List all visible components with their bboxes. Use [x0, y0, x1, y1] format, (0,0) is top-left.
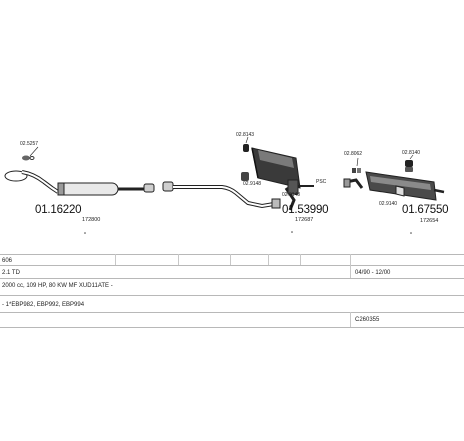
part-a-small-label: 02.5257 [20, 141, 38, 147]
front-pipe-assembly [4, 170, 132, 196]
hanger-icon [241, 144, 249, 181]
part-a-code: 01.16220 [35, 204, 81, 216]
table-divider [230, 254, 231, 265]
part-c-small-left: 02.8062 [344, 151, 362, 157]
part-b-small-mid: 02.9148 [243, 181, 261, 187]
front-flange [4, 170, 28, 182]
table-divider [350, 312, 351, 327]
model-label: 606 [2, 258, 13, 264]
table-divider [300, 254, 301, 265]
spec-row-bottom [0, 327, 464, 328]
clamp-icon [352, 168, 361, 173]
spec-row-engine: 2.1 TD 04/90 - 12/00 [0, 265, 464, 276]
catalog-code: C260355 [355, 317, 380, 323]
intermediate-pipe [132, 181, 275, 209]
spec-row-refs: - 1*EBP982, EBP992, EBP994 [0, 295, 464, 308]
front-silencer [57, 182, 119, 196]
exhaust-diagram: 02.5257 01.16220 172800 02.8143 02.9148 … [4, 132, 449, 234]
rear-silencer-assembly [343, 171, 445, 201]
gasket-icon [22, 155, 35, 161]
part-b-sub: 172687 [295, 217, 313, 223]
part-c-small-low: 02.9140 [379, 201, 397, 207]
part-c-sub: 172654 [420, 218, 438, 224]
reference-list: - 1*EBP982, EBP992, EBP994 [2, 302, 85, 308]
specification-table: 606 2.1 TD 04/90 - 12/00 2000 cc, 109 HP… [0, 250, 464, 441]
part-b-small-top: 02.8143 [236, 132, 254, 138]
center-silencer-assembly [251, 147, 314, 211]
table-divider [178, 254, 179, 265]
part-a-sub: 172800 [82, 217, 100, 223]
spec-row-details: 2000 cc, 109 HP, 80 KW MF XUD11ATE - [0, 278, 464, 289]
front-clamp-a [57, 182, 65, 196]
part-b-code: 01.53990 [282, 204, 328, 216]
engine-label: 2.1 TD [2, 270, 20, 276]
table-divider [268, 254, 269, 265]
spec-row-model: 606 [0, 254, 464, 264]
engine-details: 2000 cc, 109 HP, 80 KW MF XUD11ATE - [2, 283, 113, 289]
part-b-small-low: 02.9148 [282, 192, 300, 198]
part-c-code: 01.67550 [402, 204, 448, 216]
date-range: 04/90 - 12/00 [355, 270, 391, 276]
spec-row-catalog: C260355 [0, 312, 464, 323]
rubber-mount-icon [405, 160, 413, 172]
table-divider [350, 254, 351, 278]
part-b-mark: PSC [316, 179, 327, 185]
part-c-small-right: 02.8140 [402, 150, 420, 156]
table-divider [115, 254, 116, 265]
